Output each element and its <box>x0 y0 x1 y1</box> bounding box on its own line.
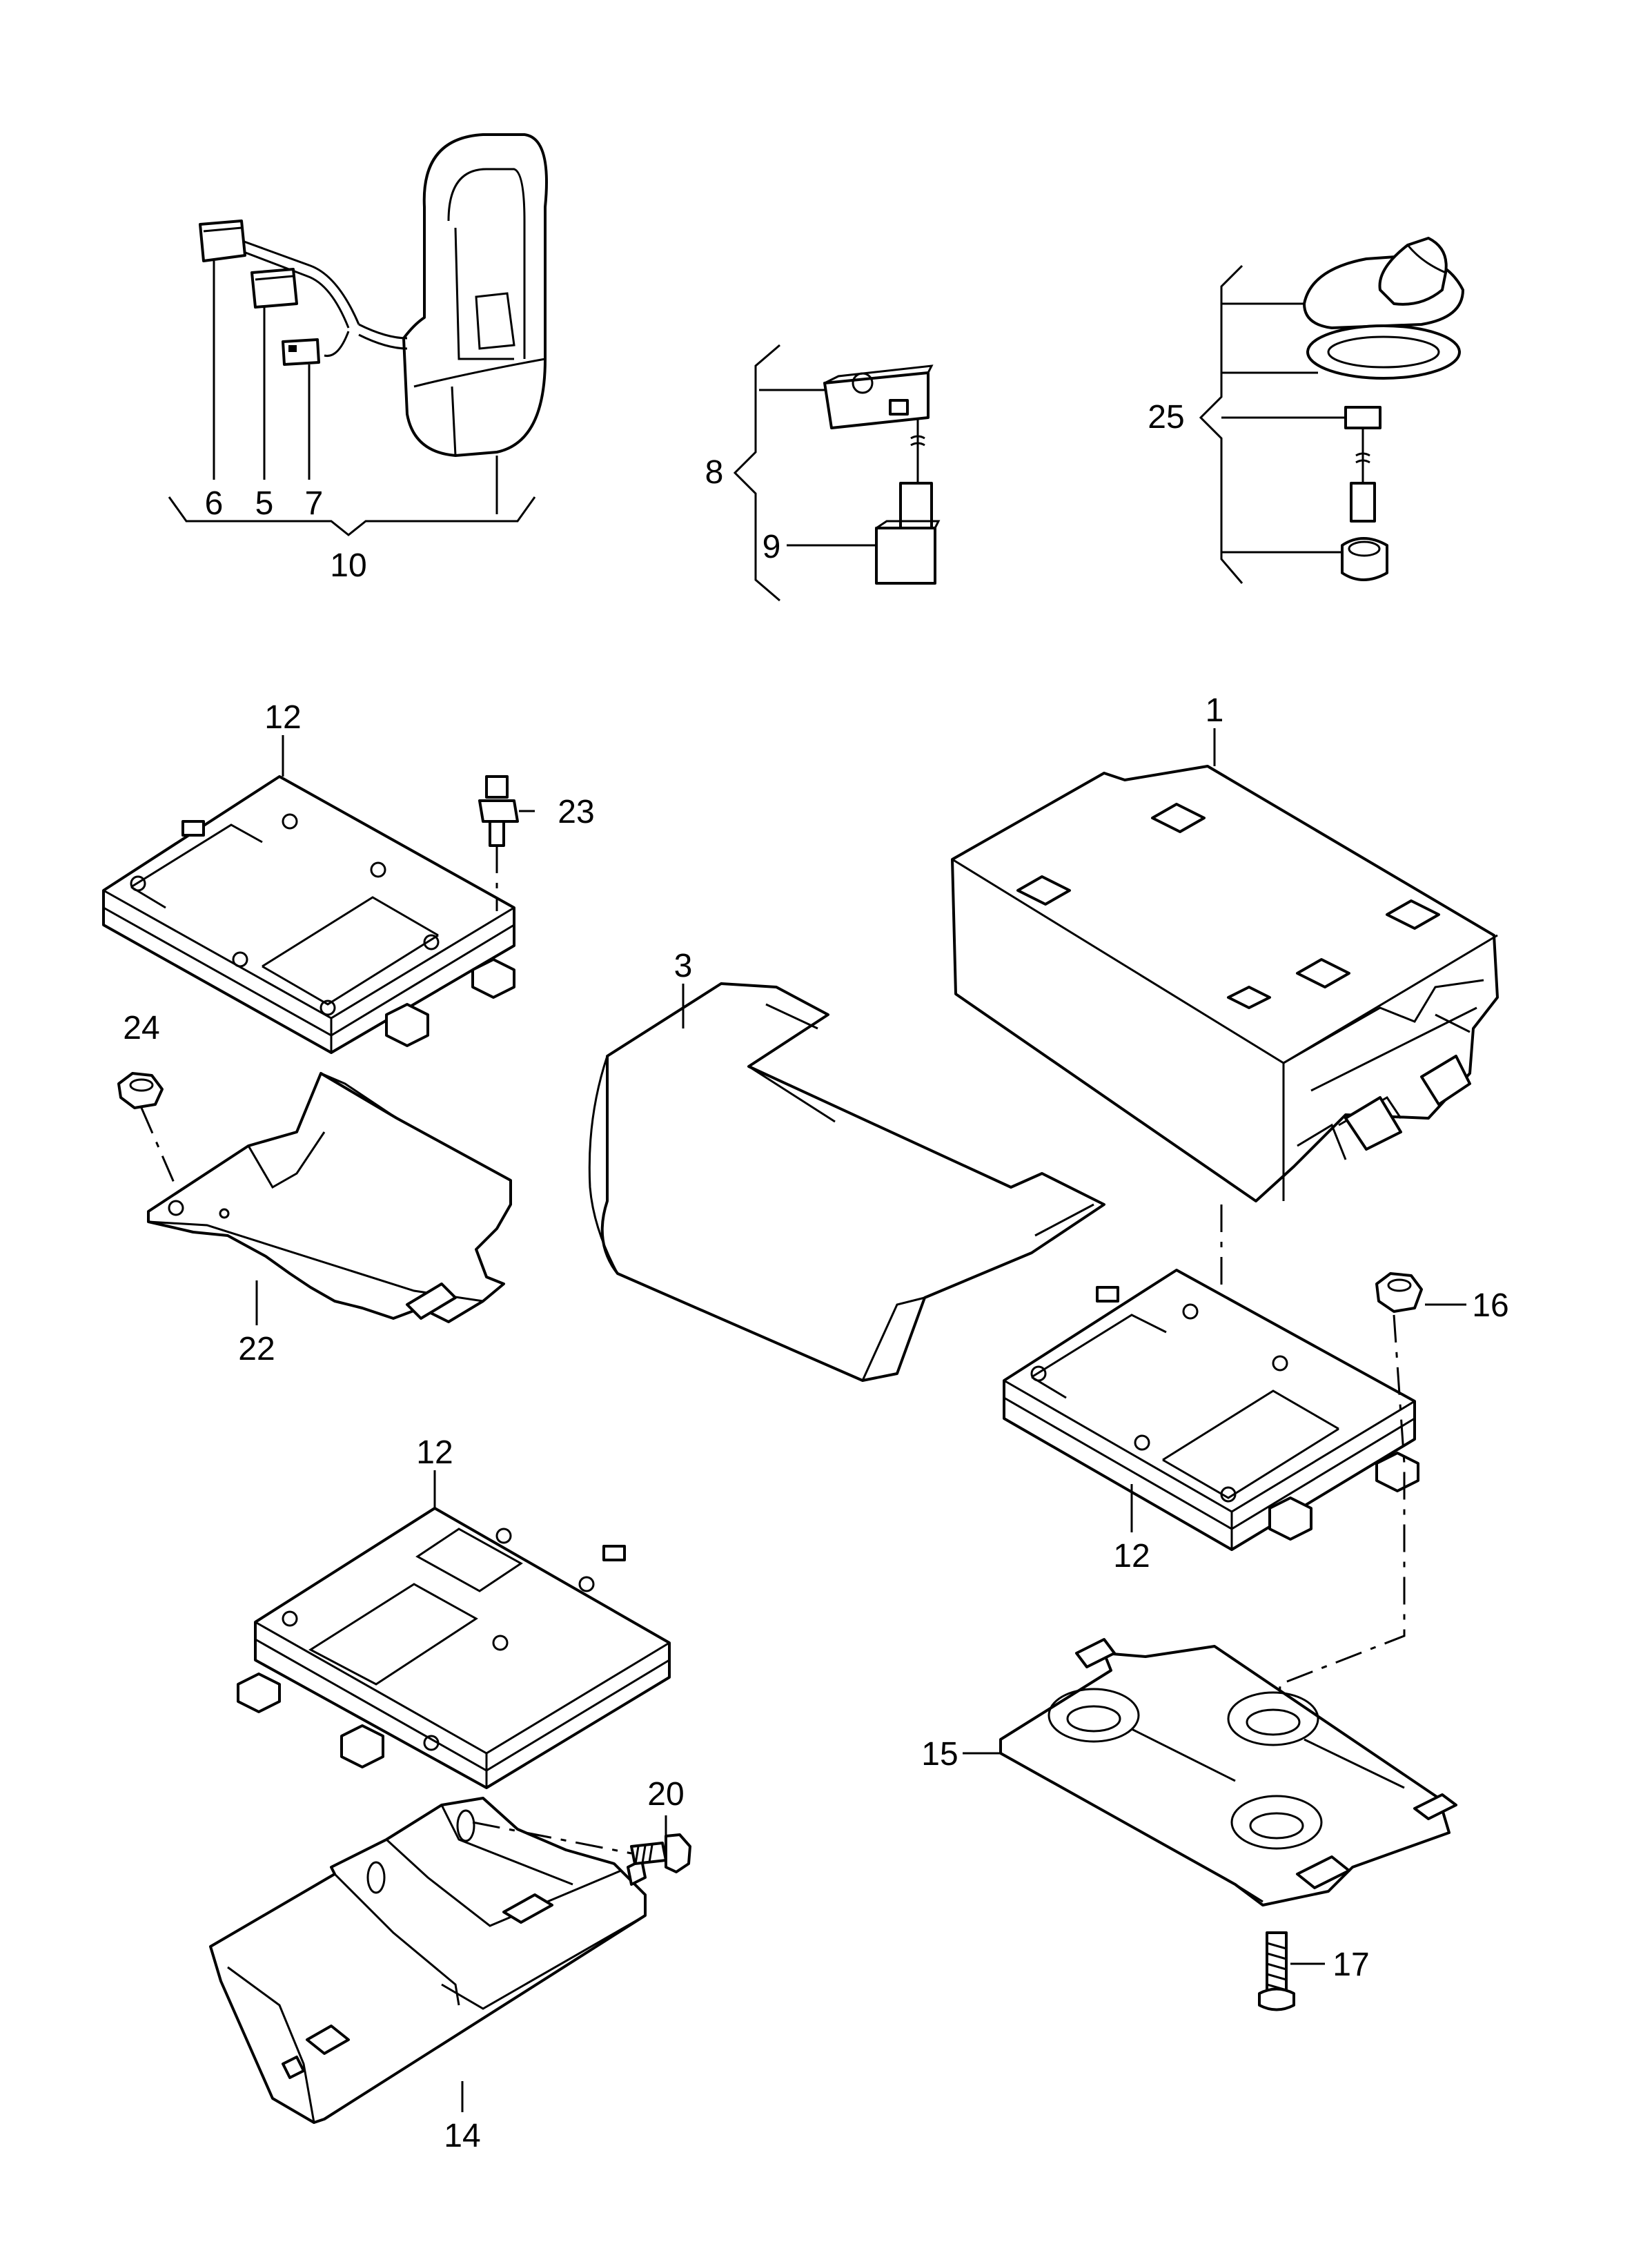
bracket-10 <box>168 496 536 536</box>
phone-cradle-assembly <box>168 133 548 536</box>
stud-clip <box>478 775 519 911</box>
bolt-tray <box>630 1833 691 1873</box>
label-23: 23 <box>558 794 594 830</box>
axis-line-bolt <box>472 1821 632 1855</box>
label-14: 14 <box>444 2118 480 2154</box>
label-12-top-left: 12 <box>264 699 301 736</box>
brace-25 <box>1199 264 1243 584</box>
label-20: 20 <box>647 1776 684 1813</box>
label-16: 16 <box>1472 1287 1508 1324</box>
label-3: 3 <box>674 948 693 984</box>
label-15: 15 <box>921 1736 958 1773</box>
label-22: 22 <box>238 1331 275 1367</box>
label-1: 1 <box>1206 692 1224 729</box>
label-8: 8 <box>705 454 724 491</box>
label-12-right: 12 <box>1113 1538 1150 1574</box>
mounting-bracket <box>147 1072 512 1323</box>
holder-tray <box>209 1797 647 2124</box>
control-unit-top-left <box>102 775 515 1054</box>
hex-nut-top <box>117 1072 177 1188</box>
base-plate <box>999 1638 1457 1906</box>
screw-bottom <box>1258 1931 1295 2011</box>
label-17: 17 <box>1333 1947 1369 1983</box>
label-25: 25 <box>1148 399 1184 436</box>
label-12-bottom-left: 12 <box>416 1434 453 1471</box>
control-unit-bottom-left <box>237 1507 671 1789</box>
label-7: 7 <box>305 485 324 522</box>
main-housing <box>951 765 1499 1202</box>
label-10: 10 <box>330 547 366 584</box>
label-5: 5 <box>255 485 274 522</box>
label-6: 6 <box>205 485 224 522</box>
label-9: 9 <box>763 529 781 565</box>
control-unit-right <box>1003 1269 1419 1551</box>
brace-8 <box>733 344 780 602</box>
microphone-assembly <box>733 344 941 602</box>
cover-panel <box>588 982 1105 1382</box>
hex-nut-right <box>1375 1272 1423 1313</box>
label-24: 24 <box>123 1010 159 1046</box>
antenna-assembly <box>1199 237 1464 584</box>
